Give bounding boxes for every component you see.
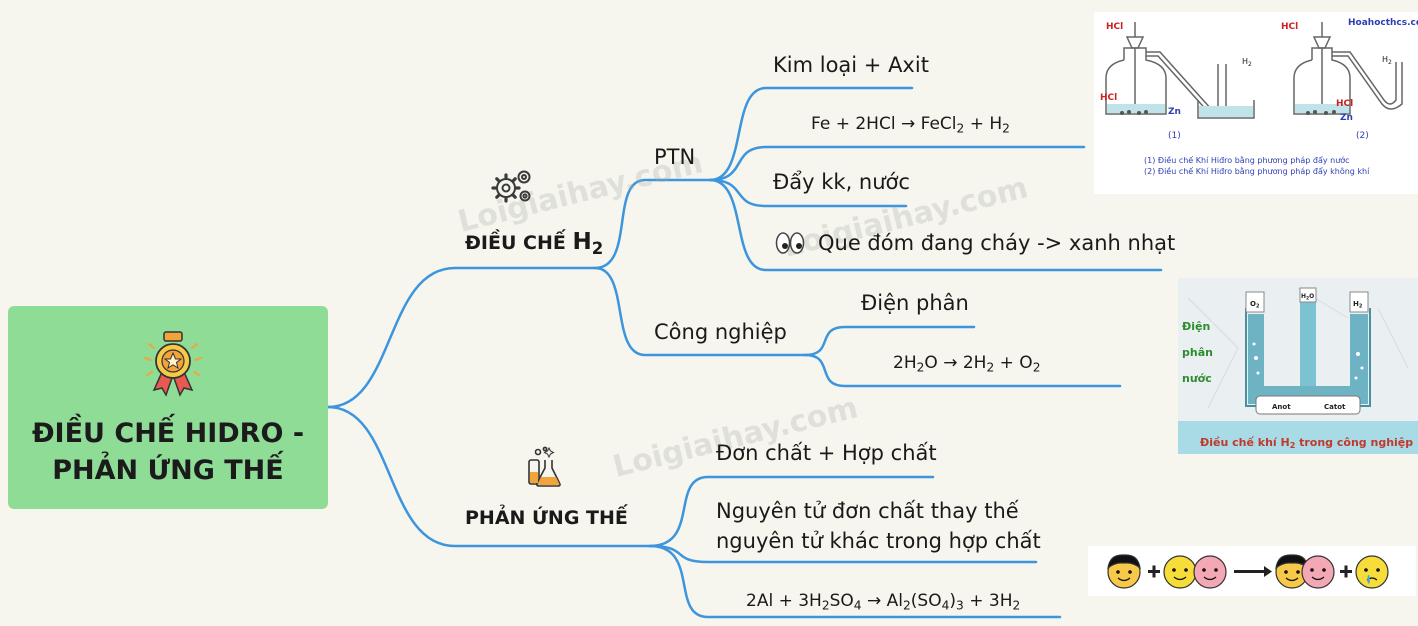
lab-label-1: (1)	[1168, 131, 1181, 141]
lab-label-hcl: HCl	[1100, 93, 1117, 103]
lab-apparatus-image[interactable]: Hoahocthcs.com HCl HCl HCl HCl Zn Zn H2 …	[1094, 12, 1418, 194]
award-medal-icon	[144, 331, 202, 397]
lab-caption-1: (1) Điều chế Khí Hiđro bằng phương pháp …	[1144, 155, 1350, 165]
branch-title-phan-ung-the[interactable]: PHẢN ỨNG THẾ	[465, 507, 628, 529]
electrolysis-image[interactable]: Điện phân nước O2 H2O H2 Anot Catot Điều…	[1178, 278, 1418, 454]
node-don-chat-hop-chat[interactable]: Đơn chất + Hợp chất	[716, 441, 937, 465]
node-kim-loai-axit[interactable]: Kim loại + Axit	[773, 53, 929, 77]
electrolysis-caption: Điều chế khí H2 trong công nghiệp	[1200, 436, 1413, 450]
lab-label-h2: H2	[1242, 57, 1252, 68]
lab-caption-2: (2) Điều chế Khí Hiđro bằng phương pháp …	[1144, 166, 1370, 176]
lab-label-hcl: HCl	[1281, 22, 1298, 32]
gears-icon	[491, 170, 531, 203]
node-que-dom[interactable]: Que đóm đang cháy -> xanh nhạt	[818, 231, 1176, 255]
lab-label-zn: Zn	[1168, 107, 1181, 117]
branch-title-dieu-che[interactable]: ĐIỀU CHẾ H2	[465, 229, 604, 258]
electrolysis-anot-label: Anot	[1272, 403, 1291, 411]
node-equation-al[interactable]: 2Al + 3H2SO4 → Al2(SO4)3 + 3H2	[746, 591, 1021, 613]
lab-label-hcl: HCl	[1336, 99, 1353, 109]
electrolysis-h2-label: H2	[1353, 300, 1363, 310]
lab-label-h2: H2	[1382, 55, 1392, 66]
node-definition[interactable]: Nguyên tử đơn chất thay thế nguyên tử kh…	[716, 496, 1041, 556]
definition-line-1: Nguyên tử đơn chất thay thế	[716, 499, 1019, 523]
branch-title-h2: H2	[572, 229, 604, 258]
node-dien-phan[interactable]: Điện phân	[861, 291, 969, 315]
node-equation-fe-hcl[interactable]: Fe + 2HCl → FeCl2 + H2	[811, 114, 1010, 136]
root-node[interactable]: ĐIỀU CHẾ HIDRO - PHẢN ỨNG THẾ	[8, 306, 328, 509]
electrolysis-side-label: Điện	[1182, 320, 1210, 333]
lab-site-label: Hoahocthcs.com	[1348, 18, 1418, 28]
electrolysis-catot-label: Catot	[1324, 403, 1346, 411]
lab-label-2: (2)	[1356, 131, 1369, 141]
chemistry-flask-icon	[528, 446, 561, 487]
eyes-icon	[775, 232, 805, 254]
substitution-reaction-faces-icon	[1088, 546, 1416, 596]
node-equation-water[interactable]: 2H2O → 2H2 + O2	[893, 353, 1041, 375]
electrolysis-o2-label: O2	[1250, 300, 1260, 310]
definition-line-2: nguyên tử khác trong hợp chất	[716, 529, 1041, 553]
node-cong-nghiep[interactable]: Công nghiệp	[654, 320, 787, 344]
lab-label-hcl: HCl	[1106, 22, 1123, 32]
electrolysis-side-label: nước	[1182, 372, 1212, 385]
lab-label-zn: Zn	[1340, 113, 1353, 123]
node-ptn[interactable]: PTN	[654, 145, 696, 169]
branch-title-text: ĐIỀU CHẾ	[465, 232, 566, 254]
electrolysis-h2o-label: H2O	[1301, 293, 1314, 302]
root-title: ĐIỀU CHẾ HIDRO - PHẢN ỨNG THẾ	[31, 418, 305, 486]
electrolysis-side-label: phân	[1182, 346, 1213, 359]
node-day-kk-nuoc[interactable]: Đẩy kk, nước	[773, 170, 910, 194]
